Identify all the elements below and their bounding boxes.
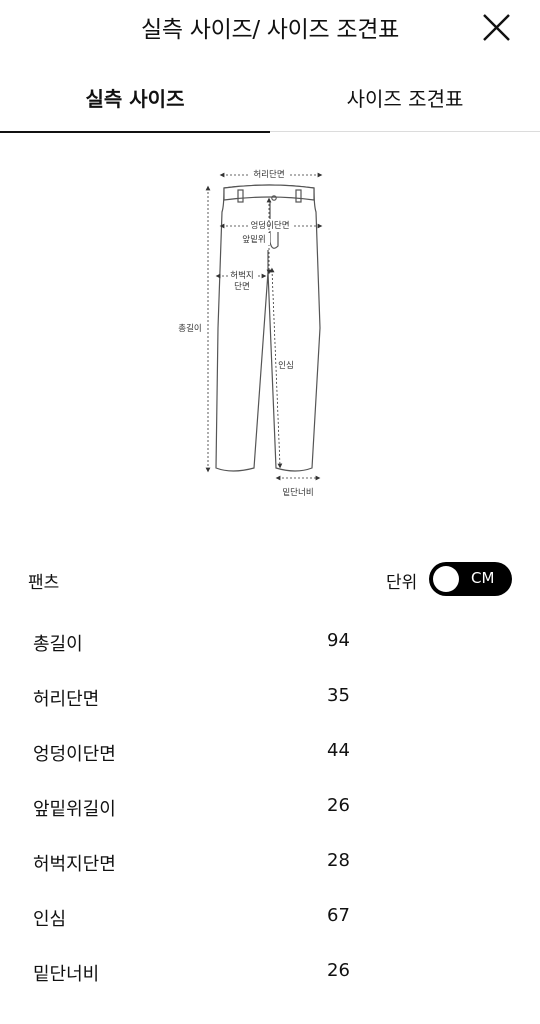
table-row: 인심 67 — [0, 890, 540, 945]
total-length-label: 총길이 — [178, 323, 201, 334]
unit-label: 단위 — [386, 573, 418, 593]
measurement-value: 67 — [327, 905, 350, 926]
page-title: 실측 사이즈/ 사이즈 조견표 — [141, 17, 399, 43]
table-row: 밑단너비 26 — [0, 945, 540, 1000]
measurement-label: 밑단너비 — [33, 964, 100, 985]
measurement-label: 허벅지단면 — [33, 854, 116, 875]
section-header: 팬츠 단위 CM — [0, 560, 540, 598]
rise-label: 앞밑위 — [242, 234, 265, 245]
table-row: 엉덩이단면 44 — [0, 725, 540, 780]
measurement-value: 26 — [327, 795, 350, 816]
toggle-knob[interactable] — [433, 566, 459, 592]
unit-toggle[interactable]: CM — [429, 562, 512, 596]
close-button[interactable] — [478, 10, 514, 46]
table-row: 허리단면 35 — [0, 670, 540, 725]
measurement-label: 허리단면 — [33, 689, 100, 710]
measurement-value: 26 — [327, 960, 350, 981]
size-table: 총길이 94 허리단면 35 엉덩이단면 44 앞밑위길이 26 허벅지단면 2… — [0, 615, 540, 1000]
table-row: 앞밑위길이 26 — [0, 780, 540, 835]
measurement-label: 엉덩이단면 — [33, 744, 116, 765]
thigh-label-line2: 단면 — [234, 281, 250, 292]
measurement-value: 28 — [327, 850, 350, 871]
measurement-label: 총길이 — [33, 634, 83, 655]
measurement-value: 94 — [327, 630, 350, 651]
header: 실측 사이즈/ 사이즈 조견표 — [0, 0, 540, 56]
table-row: 총길이 94 — [0, 615, 540, 670]
tab-actual-size[interactable]: 실측 사이즈 — [0, 74, 270, 133]
tab-size-chart[interactable]: 사이즈 조견표 — [346, 87, 464, 111]
measurement-label: 인심 — [33, 909, 67, 930]
pants-measurement-diagram: 허리단면 엉덩이단면 앞밑위 허벅지 단면 총길이 인심 밑단너비 — [178, 168, 323, 498]
hip-label: 엉덩이단면 — [250, 220, 289, 231]
measurement-value: 44 — [327, 740, 350, 761]
thigh-label: 허벅지 — [230, 270, 253, 281]
waist-label: 허리단면 — [253, 169, 284, 180]
table-row: 허벅지단면 28 — [0, 835, 540, 890]
inseam-label: 인심 — [278, 360, 294, 371]
measurement-label: 앞밑위길이 — [33, 799, 116, 820]
tab-bar: 실측 사이즈 사이즈 조견표 — [0, 74, 540, 133]
section-title: 팬츠 — [28, 573, 60, 593]
hem-label: 밑단너비 — [282, 487, 313, 498]
measurement-value: 35 — [327, 685, 350, 706]
close-icon[interactable] — [478, 10, 514, 46]
unit-value: CM — [471, 569, 495, 587]
